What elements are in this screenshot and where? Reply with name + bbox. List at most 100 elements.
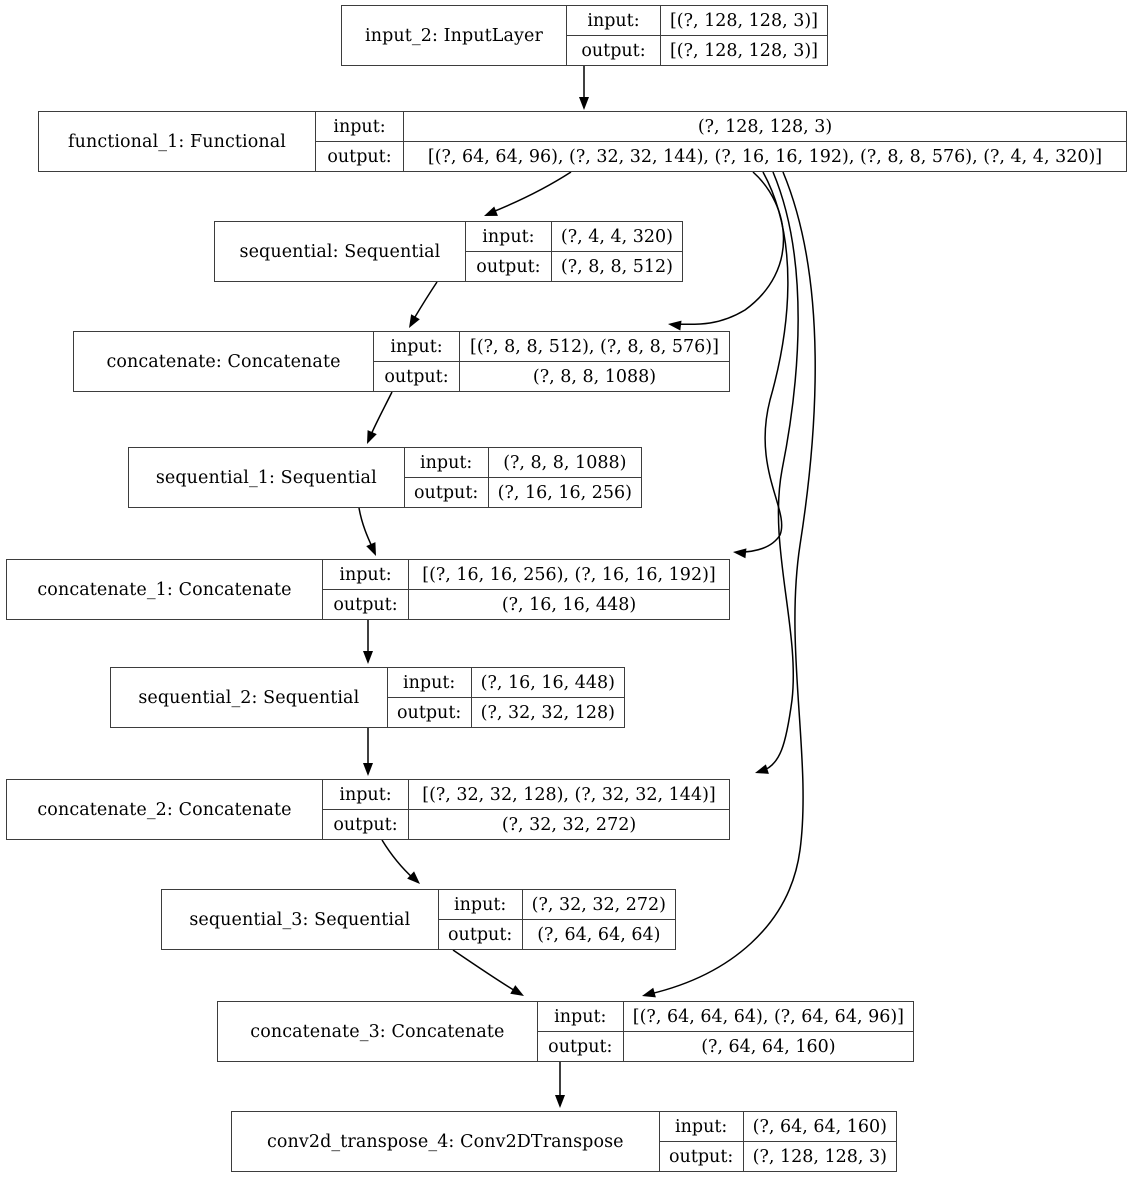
node-output-row-sequential_2: output: (?, 32, 32, 128)	[388, 698, 624, 727]
node-label-concatenate_2: concatenate_2: Concatenate	[7, 780, 323, 839]
input-shape-concatenate_3: [(?, 64, 64, 64), (?, 64, 64, 96)]	[632, 1006, 904, 1027]
edge-functional_1-to-sequential	[484, 171, 572, 216]
input-label-functional_1: input:	[316, 112, 404, 141]
node-io-block-concatenate_1: input: [(?, 16, 16, 256), (?, 16, 16, 192…	[323, 560, 729, 619]
node-input-row-concatenate: input: [(?, 8, 8, 512), (?, 8, 8, 576)]	[374, 332, 729, 362]
output-shape-concatenate_1: (?, 16, 16, 448)	[501, 594, 637, 615]
node-output-row-conv2d_transpose_4: output: (?, 128, 128, 3)	[660, 1142, 896, 1171]
input-label-conv2d_transpose_4: input:	[660, 1112, 744, 1141]
input-shape-concatenate_1: [(?, 16, 16, 256), (?, 16, 16, 192)]	[422, 564, 716, 585]
arrow-head-icon-sequential_3-to-concatenate_3	[510, 985, 524, 996]
input-label-sequential: input:	[466, 222, 552, 251]
edge-functional_1-skip-concatenate_2	[755, 171, 799, 774]
node-io-block-sequential_2: input:(?, 16, 16, 448)output: (?, 32, 32,…	[387, 668, 624, 727]
input-label-concatenate_1: input:	[323, 560, 409, 589]
output-shape-sequential_2: (?, 32, 32, 128)	[480, 702, 615, 723]
edge-sequential-to-concatenate	[409, 281, 438, 328]
node-label-concatenate_3: concatenate_3: Concatenate	[218, 1002, 538, 1061]
output-shape-sequential_3: (?, 64, 64, 64)	[537, 924, 661, 945]
node-output-row-concatenate_3: output: (?, 64, 64, 160)	[538, 1032, 913, 1061]
node-output-row-sequential: output:(?, 8, 8, 512)	[466, 252, 682, 281]
input-label-input_2: input:	[567, 6, 661, 35]
node-input-row-sequential_3: input:(?, 32, 32, 272)	[438, 890, 675, 920]
output-label-conv2d_transpose_4: output:	[660, 1142, 744, 1171]
output-label-concatenate_3: output:	[538, 1032, 624, 1061]
node-io-block-sequential_3: input:(?, 32, 32, 272)output: (?, 64, 64,…	[438, 890, 675, 949]
node-label-sequential_3: sequential_3: Sequential	[162, 890, 439, 949]
node-io-block-functional_1: input:(?, 128, 128, 3)output:[(?, 64, 64…	[316, 112, 1126, 171]
node-label-sequential_1: sequential_1: Sequential	[129, 448, 405, 507]
output-label-input_2: output:	[567, 36, 661, 65]
edge-concatenate_2-to-sequential_3	[381, 839, 420, 884]
node-input-row-sequential_2: input:(?, 16, 16, 448)	[387, 668, 624, 698]
node-input-row-functional_1: input:(?, 128, 128, 3)	[316, 112, 1126, 142]
input-label-sequential_3: input:	[439, 890, 523, 919]
input-shape-sequential_1: (?, 8, 8, 1088)	[503, 452, 627, 473]
edge-path-functional_1-to-sequential	[489, 171, 572, 214]
output-label-sequential_1: output:	[405, 478, 489, 507]
edge-sequential_1-to-concatenate_1	[358, 507, 376, 556]
node-io-block-conv2d_transpose_4: input:(?, 64, 64, 160)output:(?, 128, 12…	[659, 1112, 896, 1171]
arrow-head-icon-functional_1-skip-concatenate_3	[642, 987, 656, 998]
node-input-row-concatenate_1: input: [(?, 16, 16, 256), (?, 16, 16, 192…	[323, 560, 729, 590]
node-io-block-concatenate: input: [(?, 8, 8, 512), (?, 8, 8, 576)] ou…	[374, 332, 729, 391]
arrow-head-icon-functional_1-skip-concatenate_1	[733, 548, 747, 559]
node-io-block-sequential_1: input:(?, 8, 8, 1088)output:(?, 16, 16, …	[404, 448, 641, 507]
arrow-head-icon-functional_1-to-sequential	[484, 206, 498, 216]
arrow-head-icon-sequential_1-to-concatenate_1	[366, 542, 376, 556]
edge-path-functional_1-skip-concatenate_1	[739, 171, 789, 553]
node-io-block-concatenate_3: input:[(?, 64, 64, 64), (?, 64, 64, 96)]…	[537, 1002, 913, 1061]
edge-concatenate_3-to-conv2d_transpose_4	[555, 1062, 565, 1108]
edge-path-concatenate-to-sequential_1	[369, 391, 393, 438]
input-label-sequential_2: input:	[388, 668, 472, 697]
input-shape-concatenate_2: [(?, 32, 32, 128), (?, 32, 32, 144)]	[422, 784, 716, 805]
node-output-row-concatenate_2: output:(?, 32, 32, 272)	[323, 810, 729, 839]
arrow-head-icon-input_2-to-functional_1	[579, 97, 589, 110]
edge-functional_1-skip-concatenate	[668, 171, 785, 331]
edge-path-concatenate_2-to-sequential_3	[381, 839, 415, 880]
arrow-head-icon-sequential_2-to-concatenate_2	[363, 763, 373, 776]
edge-concatenate-to-sequential_1	[367, 391, 393, 444]
output-shape-concatenate: (?, 8, 8, 1088)	[532, 366, 657, 387]
input-label-concatenate_2: input:	[323, 780, 409, 809]
node-label-conv2d_transpose_4: conv2d_transpose_4: Conv2DTranspose	[232, 1112, 660, 1171]
edge-sequential_2-to-concatenate_2	[363, 728, 373, 776]
output-shape-concatenate_2: (?, 32, 32, 272)	[501, 814, 637, 835]
node-input-row-sequential_1: input:(?, 8, 8, 1088)	[404, 448, 641, 478]
input-shape-concatenate: [(?, 8, 8, 512), (?, 8, 8, 576)]	[470, 336, 719, 357]
node-io-block-sequential: input: (?, 4, 4, 320) output:(?, 8, 8, 512…	[465, 222, 682, 281]
edge-sequential_3-to-concatenate_3	[452, 949, 524, 996]
node-label-sequential: sequential: Sequential	[215, 222, 466, 281]
node-input-row-concatenate_3: input:[(?, 64, 64, 64), (?, 64, 64, 96)]	[537, 1002, 913, 1032]
node-output-row-concatenate: output:(?, 8, 8, 1088)	[374, 362, 729, 391]
edge-path-functional_1-skip-concatenate	[674, 171, 785, 326]
node-io-block-concatenate_2: input: [(?, 32, 32, 128), (?, 32, 32, 144…	[323, 780, 729, 839]
edge-concatenate_1-to-sequential_2	[363, 620, 373, 664]
output-label-sequential_2: output:	[388, 698, 472, 727]
node-output-row-input_2: output:[(?, 128, 128, 3)]	[567, 36, 827, 65]
arrow-head-icon-sequential-to-concatenate	[409, 314, 420, 328]
node-output-row-sequential_1: output:(?, 16, 16, 256)	[405, 478, 641, 507]
output-shape-concatenate_3: (?, 64, 64, 160)	[701, 1036, 836, 1057]
input-label-concatenate: input:	[374, 332, 460, 361]
output-shape-sequential: (?, 8, 8, 512)	[560, 256, 673, 277]
output-label-sequential_3: output:	[439, 920, 523, 949]
output-shape-conv2d_transpose_4: (?, 128, 128, 3)	[752, 1146, 887, 1167]
node-label-sequential_2: sequential_2: Sequential	[111, 668, 388, 727]
arrow-head-icon-functional_1-skip-concatenate_2	[755, 764, 769, 774]
node-label-input_2: input_2: InputLayer	[342, 6, 567, 65]
node-input-row-input_2: input:[(?, 128, 128, 3)]	[566, 6, 827, 36]
input-shape-sequential: (?, 4, 4, 320)	[560, 226, 673, 247]
